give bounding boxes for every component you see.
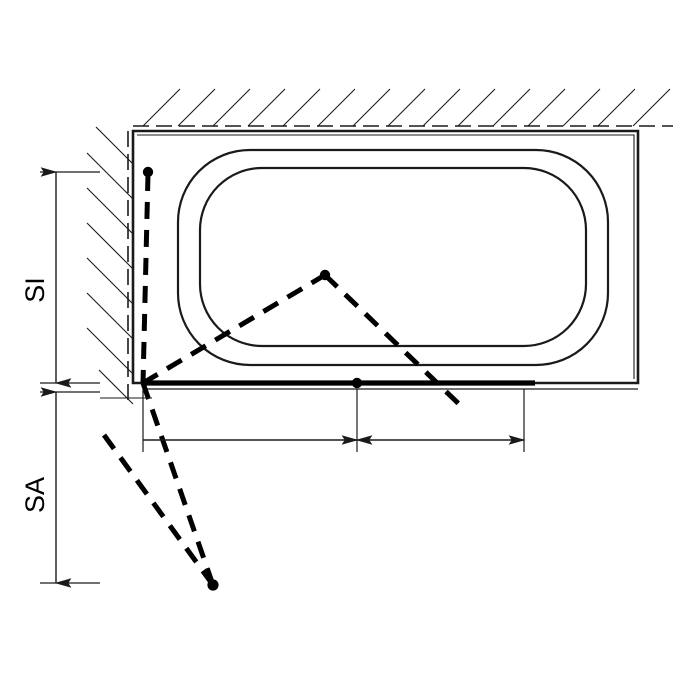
panel-apex-dot — [319, 269, 331, 281]
horizontal-dimensions — [142, 389, 526, 452]
bathtub-inner-basin — [198, 166, 588, 348]
corner-leader-detail — [100, 389, 152, 399]
bathtub-outline — [176, 148, 610, 367]
room-outline — [131, 129, 640, 385]
panel-bottom-dot — [207, 579, 219, 591]
swing-path-vertical — [140, 173, 151, 384]
left-wall-hatching — [86, 126, 134, 405]
swing-path-outer-a — [140, 382, 216, 586]
swing-path-outer-b — [101, 433, 216, 587]
dimension-si — [40, 167, 100, 388]
hinge-and-end-markers — [142, 166, 363, 591]
swing-path-inner-left — [141, 272, 327, 386]
bathtub-outer-rim — [176, 148, 610, 367]
dimension-label-si: SI — [20, 277, 50, 303]
panel-mid-dot — [351, 377, 363, 389]
panel-top-dot — [142, 166, 154, 178]
swing-path-inner-right — [323, 273, 462, 407]
bath-screen-closed-panel[interactable] — [143, 380, 638, 390]
dimension-label-sa: SA — [20, 477, 50, 513]
top-wall-hatching — [142, 88, 671, 127]
dimension-sa — [40, 387, 100, 588]
screen-swing-paths — [101, 173, 462, 587]
